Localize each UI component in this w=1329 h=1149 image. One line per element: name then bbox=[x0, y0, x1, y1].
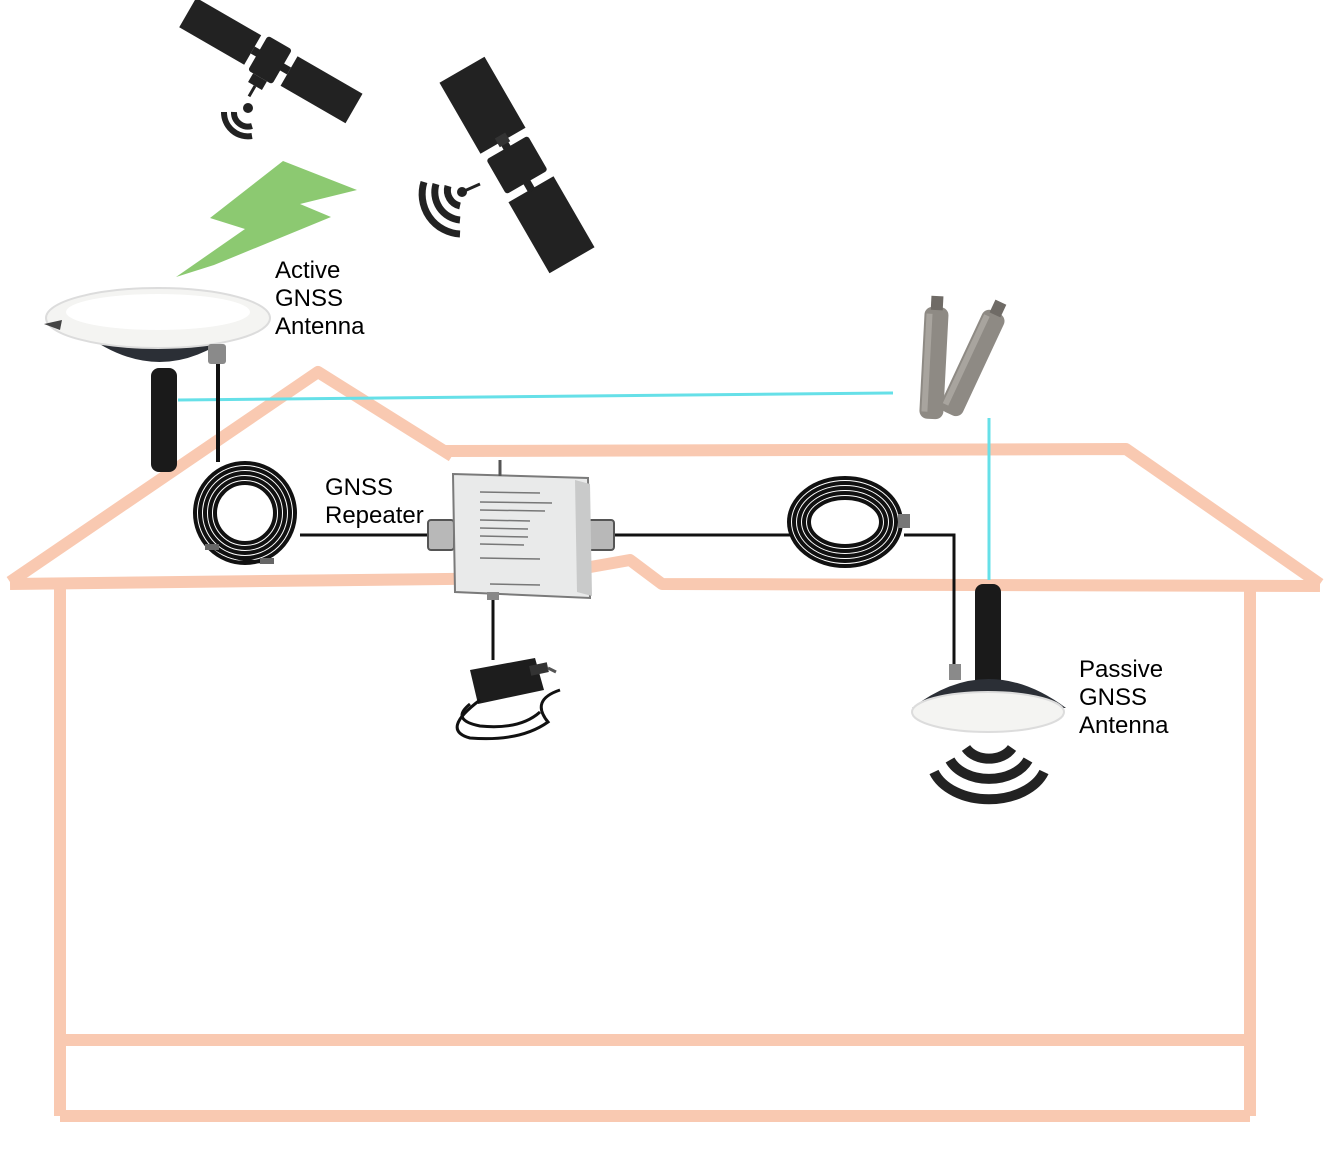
active-antenna-icon bbox=[44, 287, 271, 472]
passive-antenna-label: Passive GNSS Antenna bbox=[1079, 656, 1169, 739]
satellite-icon bbox=[179, 0, 363, 124]
signal-waves-icon bbox=[220, 103, 253, 140]
satellite-icon bbox=[439, 56, 595, 274]
repeater-box-icon bbox=[427, 460, 615, 600]
signal-waves-icon bbox=[418, 180, 481, 238]
passive-antenna-icon bbox=[911, 584, 1066, 733]
cable-coil-icon bbox=[193, 461, 297, 565]
guide-lines bbox=[177, 391, 991, 580]
cable-lines bbox=[300, 533, 956, 670]
power-adapter-icon bbox=[455, 658, 561, 741]
active-antenna-label: Active GNSS Antenna bbox=[275, 257, 365, 340]
house-outline bbox=[6, 366, 1324, 1122]
rod-antenna-icon bbox=[919, 295, 1007, 420]
lightning-signal-icon bbox=[176, 161, 357, 277]
signal-waves-icon bbox=[929, 744, 1049, 805]
cable-coil-icon bbox=[787, 476, 910, 568]
repeater-label: GNSS Repeater bbox=[325, 474, 424, 529]
